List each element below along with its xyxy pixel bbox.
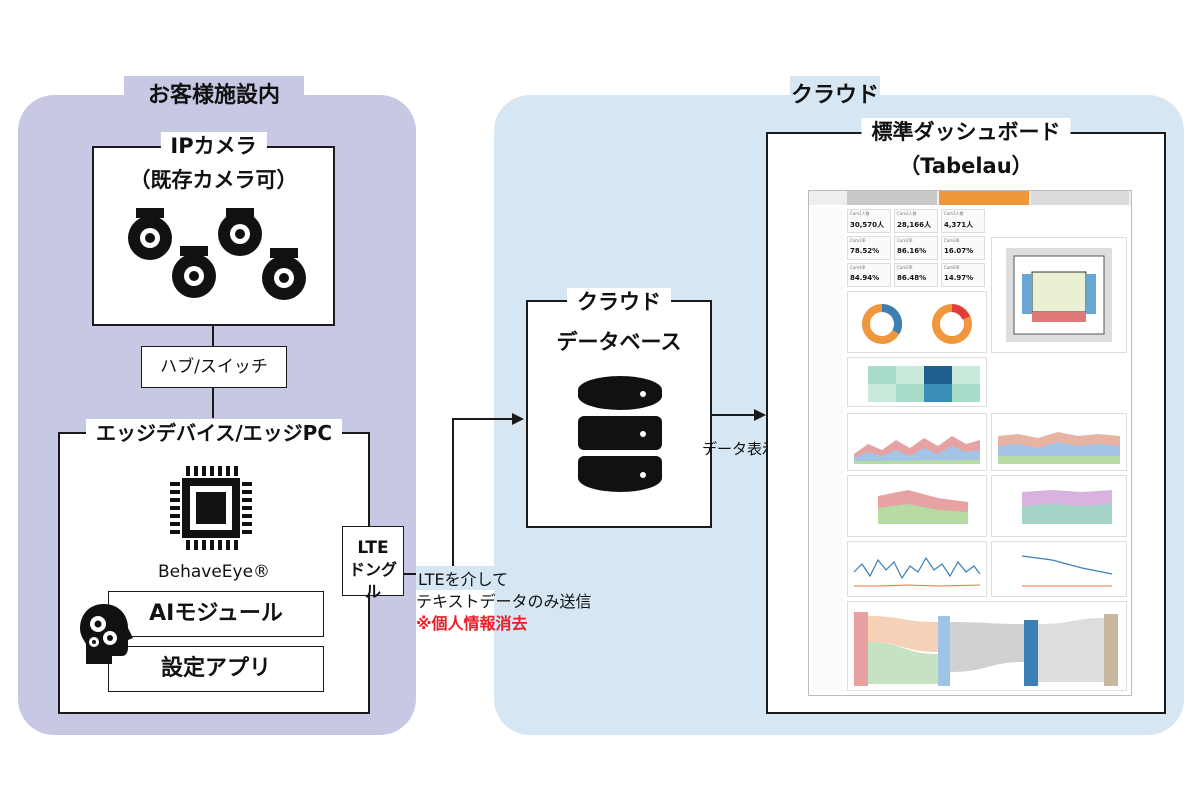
cloud-database-box: クラウド データベース	[526, 288, 712, 528]
kpi-label: Cam2人数	[897, 211, 917, 216]
kpi-value: 84.94%	[850, 274, 880, 282]
ai-head-gears-icon	[80, 604, 133, 664]
connector-db-dashboard	[712, 414, 756, 416]
privacy-warning: ※個人情報消去	[416, 614, 528, 633]
kpi-card: Cam3人数 4,371人	[941, 209, 985, 233]
data-display-label: データ表示	[702, 440, 778, 458]
kpi-value: 30,570人	[850, 221, 885, 229]
kpi-value: 78.52%	[850, 247, 880, 255]
kpi-label: Cam5率	[897, 265, 913, 270]
ai-module-label: AIモジュール	[149, 601, 283, 626]
dashboard-subtitle: （Tabelau）	[899, 154, 1033, 178]
camera-icon	[128, 208, 172, 260]
kpi-card: Cam2人数 28,166人	[894, 209, 938, 233]
kpi-label: Cam1人数	[850, 211, 870, 216]
ip-camera-subtitle: （既存カメラ可）	[129, 168, 298, 192]
donut-chart	[932, 304, 972, 344]
settings-app-label: 設定アプリ	[160, 656, 271, 681]
kpi-label: Cam3人数	[944, 211, 964, 216]
dashboard-active-tab	[939, 191, 1029, 205]
connector-hub-edge	[212, 388, 214, 418]
dashboard-box: 標準ダッシュボード （Tabelau） Cam1人数 30,570人 Cam2人数 2…	[766, 118, 1166, 714]
kpi-card: Cam4率 84.94%	[847, 263, 891, 287]
cloud-database-title: クラウド	[567, 288, 671, 316]
kpi-card: Cam3率 16.07%	[941, 236, 985, 260]
camera-icon-group	[128, 208, 306, 300]
on-premises-zone-title: お客様施設内	[124, 76, 304, 116]
edge-device-title: エッジデバイス/エッジPC	[85, 419, 343, 447]
kpi-label: Cam3率	[944, 238, 960, 243]
connector-camera-hub	[212, 326, 214, 356]
transmit-note-line1: LTEを介して	[416, 566, 511, 590]
ip-camera-box: IPカメラ （既存カメラ可）	[92, 132, 335, 326]
settings-app-box: 設定アプリ	[108, 646, 324, 692]
database-icon	[578, 376, 662, 494]
kpi-card: Cam5率 86.48%	[894, 263, 938, 287]
kpi-value: 28,166人	[897, 221, 932, 229]
cloud-database-subtitle: データベース	[556, 330, 682, 354]
kpi-label: Cam4率	[850, 265, 866, 270]
kpi-card: Cam1率 78.52%	[847, 236, 891, 260]
ai-module-box: AIモジュール	[108, 591, 324, 637]
kpi-label: Cam1率	[850, 238, 866, 243]
hub-switch-label: ハブ/スイッチ	[160, 357, 268, 377]
lte-label: LTE	[357, 538, 389, 558]
kpi-value: 16.07%	[944, 247, 974, 255]
kpi-value: 86.48%	[897, 274, 927, 282]
kpi-label: Cam2率	[897, 238, 913, 243]
edge-device-box: エッジデバイス/エッジPC BehaveEye® AIモジュール 設定アプリ	[58, 419, 370, 714]
camera-icon	[262, 248, 306, 300]
dashboard-tabbar	[809, 191, 1131, 205]
camera-icon	[218, 208, 262, 256]
behaveeye-brand: BehaveEye®	[157, 562, 271, 582]
kpi-value: 4,371人	[944, 221, 974, 229]
kpi-value: 14.97%	[944, 274, 974, 282]
connector-lte-vertical	[452, 418, 454, 575]
arrow-head-icon	[512, 413, 524, 425]
kpi-card: Cam1人数 30,570人	[847, 209, 891, 233]
cloud-zone-title: クラウド	[790, 76, 880, 116]
kpi-card: Cam2率 86.16%	[894, 236, 938, 260]
arrow-head-icon	[754, 409, 766, 421]
ip-camera-title: IPカメラ	[160, 132, 267, 160]
kpi-label: Cam6率	[944, 265, 960, 270]
lte-dongle-box: LTE ドングル	[342, 526, 404, 601]
dongle-label: ドングル	[348, 560, 397, 601]
camera-icon	[172, 246, 216, 298]
connector-to-db	[452, 418, 514, 420]
kpi-card: Cam6率 14.97%	[941, 263, 985, 287]
dashboard-title: 標準ダッシュボード	[861, 118, 1071, 146]
hub-switch-box: ハブ/スイッチ	[141, 346, 287, 388]
transmit-note-line2: テキストデータのみ送信	[416, 592, 592, 611]
kpi-value: 86.16%	[897, 247, 927, 255]
cpu-chip-icon	[170, 466, 252, 550]
